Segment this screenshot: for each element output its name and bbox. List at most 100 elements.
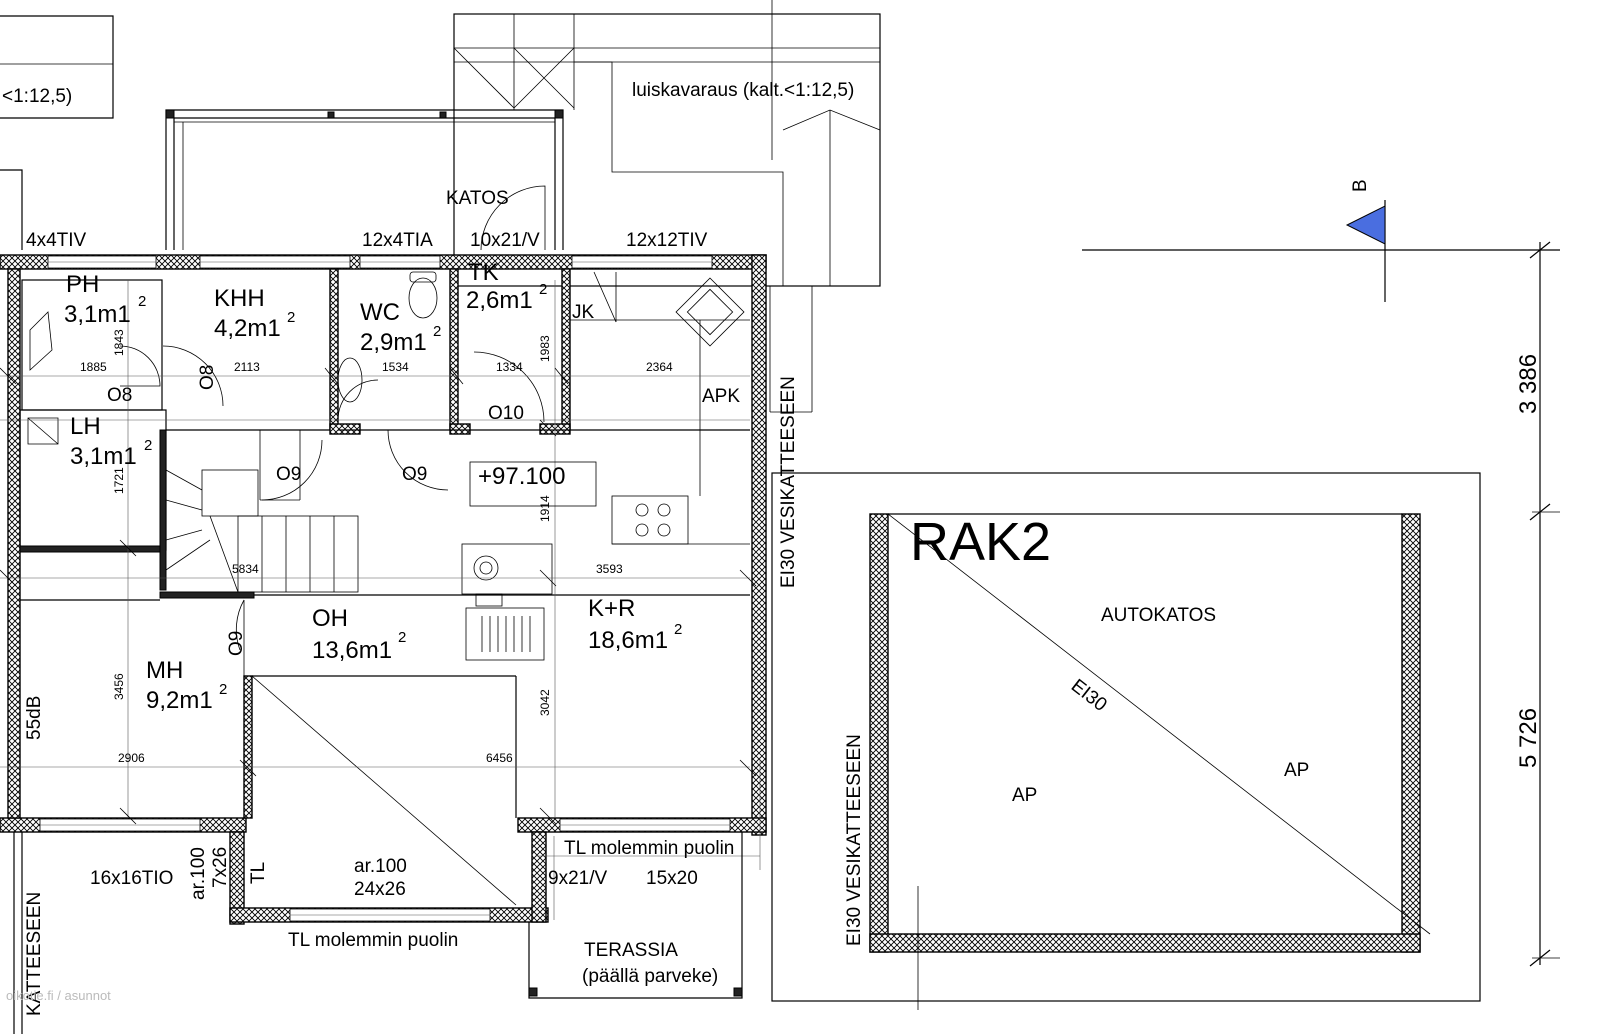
dim-1983: 1983	[538, 335, 552, 362]
dim-2364: 2364	[646, 360, 673, 374]
label-55db: 55dB	[24, 696, 45, 740]
room-tk-area: 2,6m1	[466, 287, 533, 314]
katos-structure	[165, 0, 881, 413]
dim-3042: 3042	[538, 689, 552, 716]
dim-2113: 2113	[234, 360, 260, 374]
label-vesikatteeseen-left: KATTEESEEN	[24, 892, 45, 1016]
dim-6456: 6456	[486, 751, 513, 765]
dim-5726: 5 726	[1515, 708, 1542, 768]
apk-unit-icon	[675, 277, 745, 347]
dim-5834: 5834	[232, 562, 259, 576]
label-ramp-left: <1:12,5)	[2, 86, 72, 107]
label-katos: KATOS	[446, 188, 509, 209]
room-lh-name: LH	[70, 413, 101, 440]
room-oh-area: 13,6m1	[312, 637, 392, 664]
carport-rak2	[771, 472, 1481, 1010]
room-mh-sup: 2	[219, 681, 227, 698]
room-kr-sup: 2	[674, 621, 682, 638]
room-lh-sup: 2	[144, 437, 152, 454]
label-tl-right: TL molemmin puolin	[564, 838, 734, 859]
dim-1721: 1721	[112, 467, 126, 494]
dim-3386: 3 386	[1515, 354, 1542, 414]
room-lh-area: 3,1m1	[70, 443, 137, 470]
katos-door	[480, 185, 546, 251]
room-tk-sup: 2	[539, 281, 547, 298]
room-ph-area: 3,1m1	[64, 301, 131, 328]
dim-1885: 1885	[80, 360, 107, 374]
label-level: +97.100	[478, 463, 565, 490]
label-window-24x26: 24x26	[354, 879, 406, 900]
dimension-lines	[0, 280, 761, 920]
room-mh-name: MH	[146, 657, 183, 684]
label-o9-c: O9	[226, 631, 247, 656]
label-ar100-vertical: ar.100	[188, 847, 209, 900]
label-rak2: RAK2	[910, 512, 1051, 572]
dim-3593: 3593	[596, 562, 623, 576]
label-window-15x20: 15x20	[646, 868, 698, 889]
label-ei30-vesikatteeseen-carport: EI30 VESIKATTEESEEN	[844, 734, 865, 946]
ramp-left-box	[0, 15, 114, 250]
sink-icon	[337, 357, 363, 403]
dim-1843: 1843	[112, 329, 126, 356]
label-door-10x21v: 10x21/V	[470, 230, 540, 251]
room-kr-area: 18,6m1	[588, 627, 668, 654]
label-o8-a: O8	[107, 385, 132, 406]
label-tl-bottom: TL molemmin puolin	[288, 930, 458, 951]
label-ei30-vesikatteeseen-house: EI30 VESIKATTEESEEN	[778, 376, 799, 588]
room-ph-sup: 2	[138, 293, 146, 310]
dim-3456: 3456	[112, 673, 126, 700]
label-jk: JK	[572, 302, 595, 323]
stove-icon	[611, 495, 689, 545]
window-openings	[39, 255, 731, 922]
room-oh-name: OH	[312, 605, 348, 632]
section-marker-b	[1082, 200, 1560, 302]
room-khh-area: 4,2m1	[214, 315, 281, 342]
label-ap-1: AP	[1012, 785, 1037, 806]
watermark: oikotie.fi / asunnot	[6, 988, 111, 1003]
heater-icon	[473, 555, 499, 581]
label-apk: APK	[702, 386, 740, 407]
staircase	[165, 430, 359, 593]
room-wc-name: WC	[360, 299, 400, 326]
label-window-4x4tiv: 4x4TIV	[26, 230, 87, 251]
label-parveke: (päällä parveke)	[582, 966, 718, 987]
room-tk-name: TK	[468, 259, 499, 286]
room-ph-name: PH	[66, 271, 99, 298]
label-tl-vertical: TL	[248, 862, 269, 884]
label-window-12x12tiv: 12x12TIV	[626, 230, 708, 251]
label-window-12x4tia: 12x4TIA	[362, 230, 433, 251]
label-o9-b: O9	[402, 464, 427, 485]
label-o9-a: O9	[276, 464, 301, 485]
room-kr-name: K+R	[588, 595, 635, 622]
label-door-9x21v: 9x21/V	[548, 868, 607, 889]
room-oh-sup: 2	[398, 629, 406, 646]
label-terassia: TERASSIA	[584, 940, 678, 961]
label-window-7x26: 7x26	[210, 847, 231, 888]
room-khh-name: KHH	[214, 285, 265, 312]
label-ar100: ar.100	[354, 856, 407, 877]
room-wc-sup: 2	[433, 323, 441, 340]
room-khh-sup: 2	[287, 309, 295, 326]
dim-1534: 1534	[382, 360, 409, 374]
label-o8-b: O8	[197, 365, 218, 390]
terrace	[13, 832, 743, 1034]
label-autokatos: AUTOKATOS	[1101, 605, 1216, 626]
level-box	[469, 461, 597, 507]
label-section-b: B	[1350, 179, 1371, 192]
label-o10: O10	[488, 403, 524, 424]
shower-icon	[29, 311, 53, 371]
dimension-right	[1529, 241, 1560, 967]
section-arrow-icon	[1345, 205, 1386, 245]
label-ap-2: AP	[1284, 760, 1309, 781]
label-ramp-right: luiskavaraus (kalt.<1:12,5)	[632, 80, 854, 101]
dim-1914: 1914	[538, 495, 552, 522]
sink-unit-icon	[465, 607, 545, 661]
dim-2906: 2906	[118, 751, 145, 765]
room-mh-area: 9,2m1	[146, 687, 213, 714]
label-window-16x16tio: 16x16TIO	[90, 868, 173, 889]
fixtures	[27, 271, 750, 661]
dim-1334: 1334	[496, 360, 523, 374]
interior-walls	[19, 268, 750, 906]
toilet-icon	[408, 277, 438, 319]
